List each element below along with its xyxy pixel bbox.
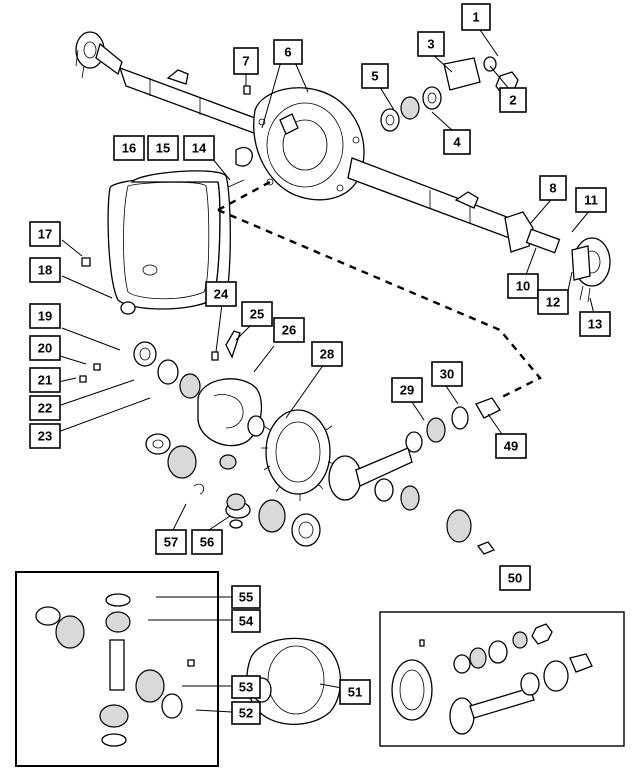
callout-24: 24: [205, 281, 237, 307]
leader-lines: [57, 23, 595, 689]
callout-16: 16: [113, 135, 145, 161]
callout-49: 49: [495, 433, 527, 459]
svg-text:6: 6: [284, 45, 291, 60]
callout-26: 26: [273, 317, 305, 343]
svg-text:13: 13: [588, 317, 602, 332]
svg-text:5: 5: [371, 69, 378, 84]
svg-text:12: 12: [546, 295, 560, 310]
assembly-guide-line: [217, 180, 542, 400]
svg-text:19: 19: [38, 309, 52, 324]
svg-text:21: 21: [38, 373, 52, 388]
callout-12: 12: [537, 289, 569, 315]
callout-21: 21: [29, 367, 61, 393]
callout-6: 6: [273, 39, 303, 65]
callout-55: 55: [231, 585, 261, 609]
callout-7: 7: [233, 47, 259, 75]
callout-51: 51: [339, 679, 371, 705]
callout-8: 8: [539, 175, 567, 201]
differential-assembly: [79, 330, 501, 555]
svg-text:26: 26: [282, 323, 296, 338]
svg-text:24: 24: [214, 287, 229, 302]
svg-text:50: 50: [508, 571, 522, 586]
axle-housing: [75, 31, 611, 303]
svg-text:1: 1: [472, 10, 479, 25]
svg-text:10: 10: [516, 279, 530, 294]
callout-5: 5: [361, 63, 389, 89]
svg-text:51: 51: [348, 685, 362, 700]
svg-text:30: 30: [440, 367, 454, 382]
callout-13: 13: [579, 311, 611, 337]
callout-1: 1: [461, 3, 491, 31]
callout-19: 19: [29, 303, 61, 329]
inset-differential-internals: [15, 571, 342, 767]
callout-14: 14: [183, 135, 215, 161]
svg-text:57: 57: [164, 535, 178, 550]
callout-54: 54: [231, 609, 261, 633]
callout-2: 2: [499, 87, 527, 113]
svg-text:17: 17: [38, 227, 52, 242]
callout-20: 20: [29, 335, 61, 361]
callout-22: 22: [29, 395, 61, 421]
callout-18: 18: [29, 257, 61, 283]
svg-text:15: 15: [156, 141, 170, 156]
svg-text:52: 52: [239, 706, 253, 721]
callout-56: 56: [191, 529, 223, 555]
svg-text:8: 8: [549, 181, 556, 196]
svg-text:55: 55: [239, 590, 253, 605]
callout-10: 10: [507, 273, 539, 299]
callout-50: 50: [499, 565, 531, 591]
svg-text:7: 7: [242, 54, 249, 69]
svg-text:54: 54: [239, 614, 254, 629]
callout-23: 23: [29, 423, 61, 449]
svg-text:11: 11: [584, 193, 598, 208]
callout-11: 11: [575, 187, 607, 213]
svg-text:14: 14: [192, 141, 207, 156]
callout-57: 57: [155, 529, 187, 555]
svg-text:2: 2: [509, 93, 516, 108]
callout-15: 15: [147, 135, 179, 161]
svg-text:25: 25: [250, 307, 264, 322]
callout-3: 3: [417, 31, 445, 57]
svg-text:28: 28: [320, 347, 334, 362]
svg-text:49: 49: [504, 439, 518, 454]
callout-30: 30: [431, 361, 463, 387]
svg-text:3: 3: [427, 37, 434, 52]
svg-text:56: 56: [200, 535, 214, 550]
callout-29: 29: [391, 377, 423, 403]
callout-4: 4: [443, 129, 471, 155]
svg-text:23: 23: [38, 429, 52, 444]
callout-25: 25: [241, 301, 273, 327]
svg-text:16: 16: [122, 141, 136, 156]
svg-text:22: 22: [38, 401, 52, 416]
svg-text:29: 29: [400, 383, 414, 398]
svg-text:53: 53: [239, 680, 253, 695]
callout-17: 17: [29, 221, 61, 247]
callout-28: 28: [311, 341, 343, 367]
callout-52: 52: [231, 701, 261, 725]
inset-alternate-gear-set: [379, 611, 625, 747]
svg-text:20: 20: [38, 341, 52, 356]
svg-text:18: 18: [38, 263, 52, 278]
callout-53: 53: [231, 675, 261, 699]
svg-text:4: 4: [453, 135, 461, 150]
